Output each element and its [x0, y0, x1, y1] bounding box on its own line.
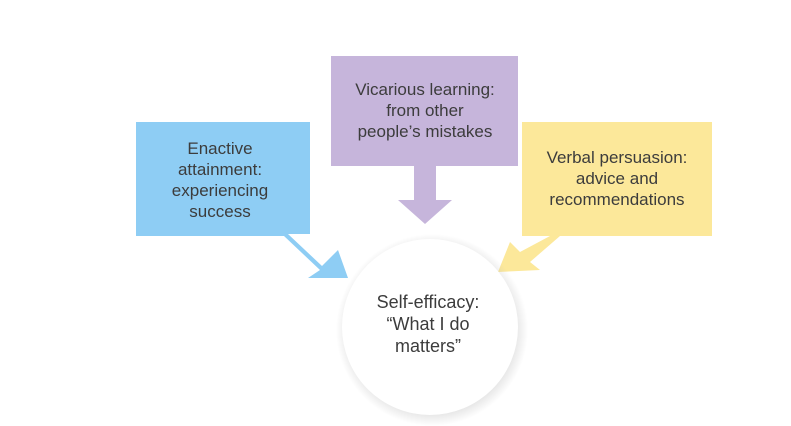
vicarious-callout	[331, 56, 518, 224]
center-circle	[342, 239, 518, 415]
vicarious-label: Vicarious learning: from other people’s …	[355, 79, 495, 141]
enactive-callout	[136, 122, 348, 278]
verbal-label: Verbal persuasion: advice and recommenda…	[546, 147, 688, 209]
enactive-label: Enactive attainment: experiencing succes…	[171, 139, 269, 221]
verbal-callout	[498, 122, 712, 272]
center-label: Self-efficacy: “What I do matters”	[376, 292, 480, 356]
